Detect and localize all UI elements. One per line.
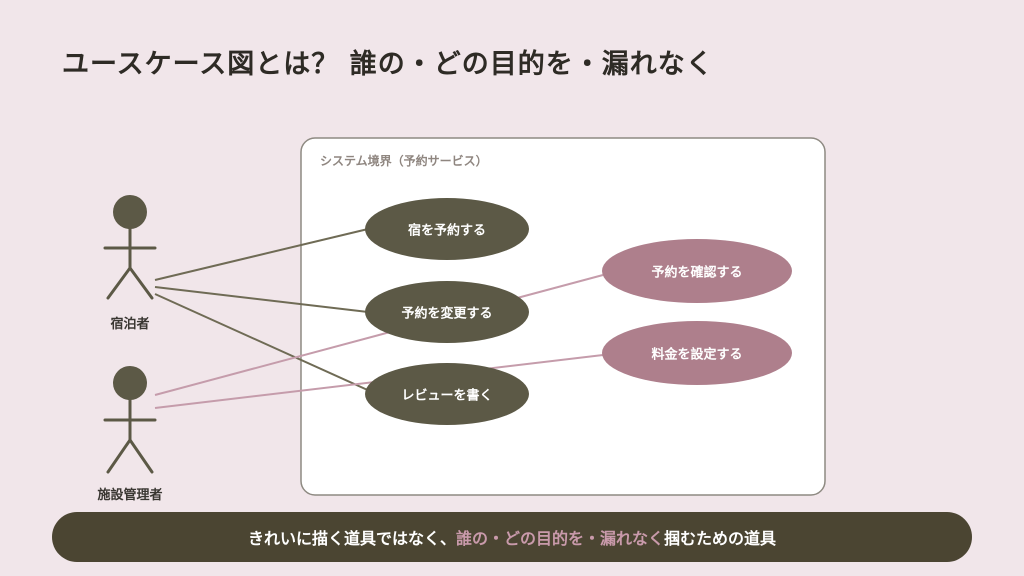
use-case-pricing-label: 料金を設定する: [651, 347, 743, 363]
system-boundary-label: システム境界（予約サービス）: [320, 154, 488, 168]
use-case-review-label: レビューを書く: [401, 388, 493, 404]
use-case-confirm-label: 予約を確認する: [651, 265, 743, 281]
association-manager-uc4: [154, 274, 604, 396]
actor-manager-label: 施設管理者: [97, 488, 163, 503]
summary-banner: きれいに描く道具ではなく、誰の・どの目的を・漏れなく掴むための道具: [52, 512, 972, 562]
summary-text-after: 掴むための道具: [664, 529, 777, 548]
association-guest-uc3: [154, 293, 373, 393]
use-case-change-label: 予約を変更する: [401, 306, 493, 322]
actor-guest-figure: [103, 195, 157, 300]
actor-guest-label: 宿泊者: [110, 317, 150, 332]
association-guest-uc2: [154, 286, 369, 313]
actor-manager-figure: [103, 366, 157, 474]
summary-text-highlight: 誰の・どの目的を・漏れなく: [455, 529, 664, 548]
page-title: ユースケース図とは？ 誰の・どの目的を・漏れなく: [62, 49, 714, 80]
use-case-change-ellipse[interactable]: [365, 281, 529, 343]
association-guest-uc1: [154, 228, 369, 281]
use-case-review-ellipse[interactable]: [365, 363, 529, 425]
use-case-reserve-label: 宿を予約する: [407, 223, 487, 239]
use-case-confirm-ellipse[interactable]: [602, 239, 792, 303]
summary-text-before: きれいに描く道具ではなく、: [247, 529, 456, 548]
use-case-reserve-ellipse[interactable]: [365, 198, 529, 260]
association-lines: [154, 228, 604, 409]
use-case-pricing-ellipse[interactable]: [602, 321, 792, 385]
